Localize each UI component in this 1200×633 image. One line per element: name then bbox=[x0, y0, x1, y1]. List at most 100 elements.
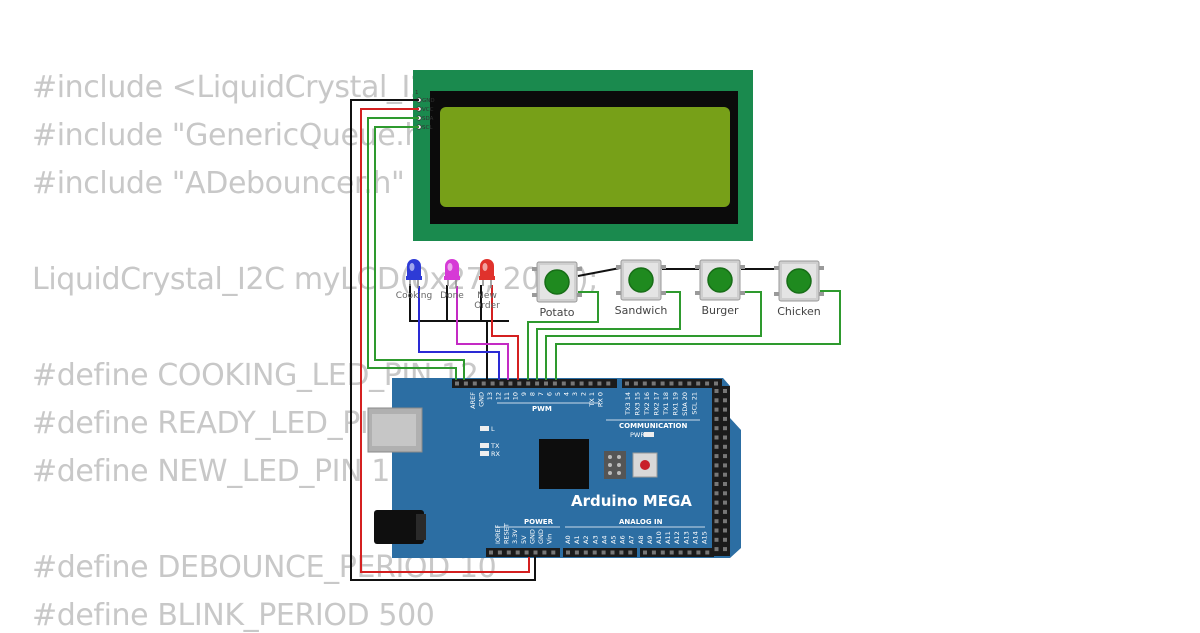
power-jack[interactable] bbox=[374, 510, 424, 544]
button-label: Burger bbox=[701, 304, 739, 317]
wire-burger bbox=[545, 291, 762, 380]
analog-header-right[interactable] bbox=[640, 548, 714, 557]
board-pin-label: AREF bbox=[469, 392, 477, 409]
pwr-led-label: PWR bbox=[630, 431, 645, 439]
board-pin-label: A6 bbox=[619, 535, 627, 544]
board-pin-label: 2 bbox=[580, 392, 588, 396]
board-pin-label: Vin bbox=[546, 534, 554, 544]
button-leg bbox=[660, 265, 666, 269]
led-rim bbox=[479, 276, 495, 280]
board-pin-label: SCL 21 bbox=[691, 392, 699, 415]
board-pin-label: TX1 18 bbox=[662, 392, 670, 416]
button-leg bbox=[695, 291, 701, 295]
board-pin-label: A7 bbox=[628, 535, 636, 544]
led-highlight bbox=[409, 263, 415, 271]
board-pin-label: A1 bbox=[573, 535, 581, 544]
board-pin-label: 11 bbox=[503, 392, 511, 400]
board-pin-label: 9 bbox=[520, 392, 528, 396]
power-label: POWER bbox=[524, 518, 554, 526]
board-pin-label: 10 bbox=[512, 392, 520, 400]
button-potato[interactable]: Potato bbox=[532, 261, 582, 319]
code-line: #define DEBOUNCE_PERIOD 10 bbox=[32, 550, 497, 585]
button-burger[interactable]: Burger bbox=[695, 259, 745, 317]
lcd-pin-label-gnd: GND bbox=[422, 98, 435, 104]
button-leg bbox=[616, 265, 622, 269]
led-l-label: L bbox=[491, 425, 495, 433]
button-leg bbox=[532, 267, 538, 271]
board-pin-label: A14 bbox=[691, 531, 699, 544]
wire-cooking-led bbox=[418, 286, 500, 380]
lcd-module[interactable]: 1 GND VCC SDA SCL bbox=[413, 70, 753, 241]
led-label: Done bbox=[440, 291, 464, 301]
button-leg bbox=[739, 265, 745, 269]
wire-button-chain-1 bbox=[577, 267, 621, 277]
lcd-pin-label-vcc: VCC bbox=[422, 107, 434, 113]
lcd-screen bbox=[440, 107, 730, 207]
button-leg bbox=[616, 291, 622, 295]
button-chicken[interactable]: Chicken bbox=[774, 260, 824, 318]
board-pin-label: GND bbox=[537, 529, 545, 544]
board-pin-label: RX3 15 bbox=[634, 392, 642, 415]
board-pin-label: GND bbox=[528, 529, 536, 544]
reset-button-cap bbox=[640, 460, 650, 470]
led-tx bbox=[480, 443, 489, 448]
board-pin-label: TX2 16 bbox=[643, 392, 651, 416]
board-pin-label: A10 bbox=[655, 531, 663, 544]
button-sandwich[interactable]: Sandwich bbox=[615, 259, 668, 317]
led-tx-label: TX bbox=[490, 442, 500, 450]
button-leg bbox=[774, 292, 780, 296]
arduino-mega-board[interactable]: PWR L TX RX Arduino MEGA PWM COMMUNICATI… bbox=[367, 378, 741, 558]
wires bbox=[350, 99, 841, 581]
board-pin-label: RX 0 bbox=[597, 392, 605, 407]
wire-sandwich bbox=[536, 291, 681, 380]
board-pin-label: IOREF bbox=[494, 524, 502, 544]
led-rim bbox=[406, 276, 422, 280]
button-leg bbox=[576, 267, 582, 271]
wire-new-led bbox=[491, 285, 519, 380]
power-jack-body bbox=[416, 514, 426, 540]
button-leg bbox=[660, 291, 666, 295]
lcd-pin-label-scl: SCL bbox=[422, 125, 433, 131]
led-rx bbox=[480, 451, 489, 456]
board-pin-label: 6 bbox=[546, 392, 554, 396]
led-cooking[interactable]: Cooking bbox=[396, 259, 432, 301]
button-leg bbox=[818, 266, 824, 270]
usb-connector-inner bbox=[372, 414, 416, 446]
wire-led-ground-bus bbox=[409, 284, 509, 322]
button-leg bbox=[695, 265, 701, 269]
lcd-pin-label-sda: SDA bbox=[422, 116, 434, 122]
led-highlight bbox=[447, 263, 453, 271]
board-pin-label: A13 bbox=[682, 531, 690, 544]
led-rim bbox=[444, 276, 460, 280]
top-header-left[interactable] bbox=[452, 379, 617, 388]
board-pin-label: TX 1 bbox=[588, 392, 596, 408]
code-line: #include "GenericQueue.h" bbox=[32, 118, 437, 153]
button-cap bbox=[544, 269, 570, 295]
power-header[interactable] bbox=[486, 548, 560, 557]
board-pin-label: 5V bbox=[520, 535, 528, 544]
wire-potato bbox=[527, 291, 599, 380]
led-label: Cooking bbox=[396, 291, 432, 301]
board-pin-label: 3 bbox=[571, 392, 579, 396]
board-pin-label: A9 bbox=[646, 535, 654, 544]
button-leg bbox=[576, 293, 582, 297]
board-pin-label: A0 bbox=[564, 535, 572, 544]
wire-done-led bbox=[456, 286, 509, 380]
wire-lcd-gnd bbox=[350, 99, 536, 581]
button-cap bbox=[786, 268, 812, 294]
button-leg bbox=[532, 293, 538, 297]
led-done[interactable]: Done bbox=[440, 259, 464, 301]
analog-header-left[interactable] bbox=[563, 548, 637, 557]
wire-chicken bbox=[555, 290, 841, 380]
board-pin-label: 8 bbox=[529, 392, 537, 396]
lcd-pin-1-label: 1 bbox=[415, 90, 419, 96]
board-pin-label: A15 bbox=[701, 531, 709, 544]
icsp-header[interactable] bbox=[604, 451, 626, 479]
button-label: Sandwich bbox=[615, 304, 668, 317]
communication-label: COMMUNICATION bbox=[619, 422, 688, 430]
code-line: #include "ADebouncer.h" bbox=[32, 166, 405, 201]
board-pin-label: 7 bbox=[537, 392, 545, 396]
board-pin-label: A12 bbox=[673, 531, 681, 544]
